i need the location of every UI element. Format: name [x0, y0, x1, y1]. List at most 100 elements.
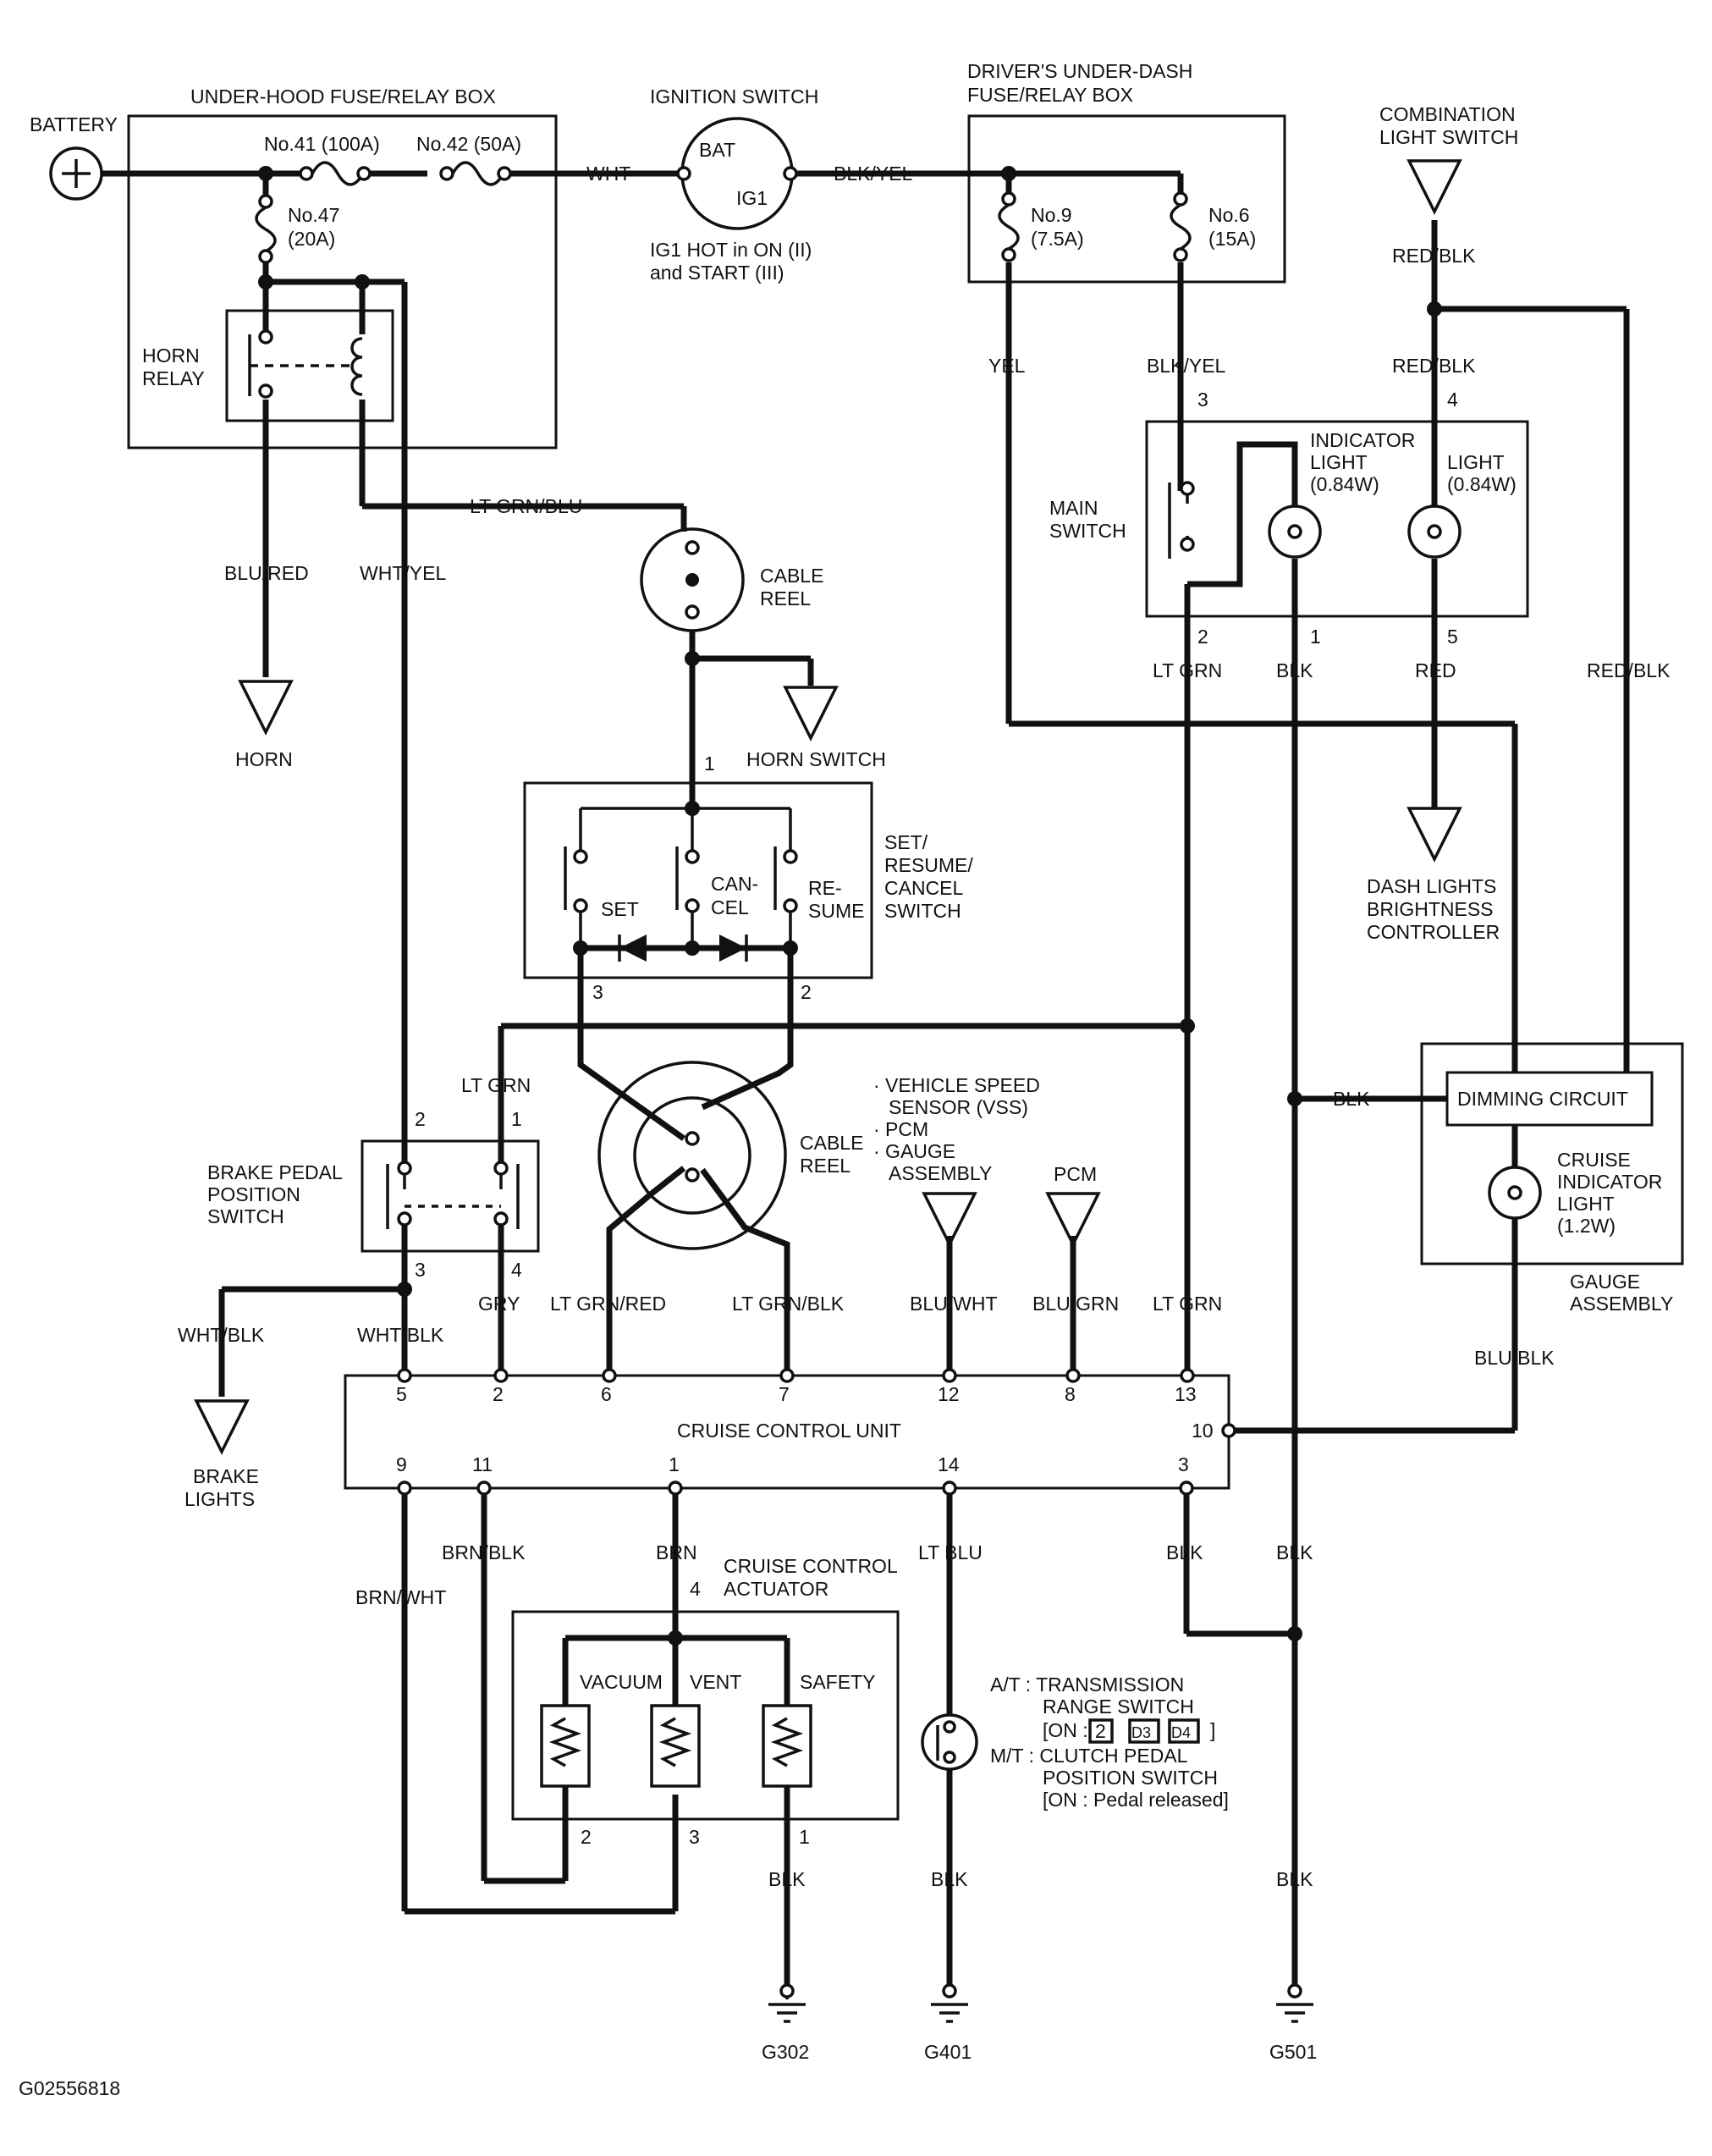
wire-wht-blk-b: WHT/BLK	[357, 1324, 444, 1346]
vacuum-label: VACUUM	[580, 1671, 663, 1693]
main-switch-pin-2: 2	[1197, 626, 1208, 648]
mt-switch-label-3: [ON : Pedal released]	[1043, 1789, 1229, 1811]
wire-lt-grn-blu: LT GRN/BLU	[470, 495, 582, 517]
light-label: LIGHT	[1447, 451, 1505, 473]
brake-switch-pin-2: 2	[415, 1108, 426, 1130]
vss-label-4: · GAUGE	[873, 1140, 955, 1162]
wire-blk-g501-b: BLK	[1276, 1868, 1313, 1890]
ground-g401-icon	[931, 1983, 968, 2023]
actuator-pin-3: 3	[689, 1826, 700, 1848]
wire-wht: WHT	[586, 163, 630, 185]
brake-pedal-switch-box	[361, 1139, 540, 1253]
ignition-note-1: IG1 HOT in ON (II)	[650, 239, 812, 261]
wire-blk-yel-top: BLK/YEL	[834, 163, 913, 185]
cruise-indicator-rating: (1.2W)	[1557, 1215, 1616, 1237]
fuse-47-label: No.47	[288, 204, 339, 226]
at-range-positions: [ON : 2 D3 D4 ]	[1043, 1718, 1215, 1744]
horn-relay-box	[225, 309, 394, 422]
main-switch-pin-4: 4	[1447, 389, 1458, 411]
switch-pin-3: 3	[592, 981, 603, 1003]
horn-icon	[238, 680, 294, 736]
brake-switch-pin-1: 1	[511, 1108, 522, 1130]
ignition-switch-label: IGNITION SWITCH	[650, 85, 818, 108]
figure-id: G02556818	[19, 2077, 120, 2099]
main-switch-label: MAIN	[1049, 497, 1098, 519]
at-switch-label-2: RANGE SWITCH	[1043, 1696, 1194, 1718]
cruise-control-actuator-box	[511, 1610, 900, 1821]
ground-g401-label: G401	[924, 2041, 972, 2063]
light-bulb-icon	[1407, 505, 1462, 559]
vss-label-5: ASSEMBLY	[889, 1162, 992, 1184]
horn-switch-icon	[783, 686, 839, 742]
fuse-47-icon	[255, 194, 277, 264]
ccu-pin-3: 3	[1178, 1453, 1189, 1475]
ccu-pin-14: 14	[938, 1453, 960, 1475]
pcm-icon	[1045, 1192, 1101, 1248]
wire-brn-wht: BRN/WHT	[355, 1586, 446, 1608]
dash-controller-label-3: CONTROLLER	[1367, 921, 1500, 943]
resume-label-2: SUME	[808, 900, 864, 922]
cable-reel-lower-icon[interactable]	[597, 1061, 787, 1250]
brake-switch-pin-4: 4	[511, 1259, 522, 1281]
vent-solenoid-icon	[650, 1704, 701, 1788]
at-switch-label: A/T : TRANSMISSION	[990, 1674, 1184, 1696]
combination-light-switch-label: COMBINATION	[1379, 103, 1516, 125]
indicator-light-icon	[1268, 505, 1322, 559]
vacuum-solenoid-icon	[540, 1704, 591, 1788]
fuse-6-rating: (15A)	[1208, 228, 1256, 250]
switch-pin-2: 2	[801, 981, 812, 1003]
cable-reel-pin-1: 1	[704, 753, 715, 775]
set-resume-label-3: CANCEL	[884, 877, 964, 899]
vent-label: VENT	[690, 1671, 741, 1693]
svg-text:]: ]	[1210, 1719, 1215, 1741]
wire-brn-blk: BRN/BLK	[442, 1541, 526, 1563]
ccu-pin-10: 10	[1192, 1420, 1214, 1442]
ccu-pin-1: 1	[669, 1453, 680, 1475]
ccu-pin-5: 5	[396, 1383, 407, 1405]
main-switch-pin-1: 1	[1310, 626, 1321, 648]
brake-lights-icon	[194, 1399, 250, 1455]
cable-reel-top-icon[interactable]	[640, 527, 745, 632]
ignition-bat-label: BAT	[699, 139, 735, 161]
brake-switch-label-3: SWITCH	[207, 1205, 284, 1227]
ccu-pin-7: 7	[779, 1383, 790, 1405]
fuse-9-icon	[998, 191, 1020, 262]
fuse-47-rating: (20A)	[288, 228, 335, 250]
ignition-switch-icon[interactable]	[676, 117, 798, 230]
actuator-pin-4: 4	[690, 1578, 701, 1600]
actuator-pin-1: 1	[799, 1826, 810, 1848]
wire-lt-blu: LT BLU	[918, 1541, 983, 1563]
main-switch-pin-5: 5	[1447, 626, 1458, 648]
indicator-light-rating: (0.84W)	[1310, 473, 1379, 495]
junction-dots	[258, 166, 1442, 1646]
underhood-box-label: UNDER-HOOD FUSE/RELAY BOX	[190, 85, 496, 108]
wire-lt-grn-blk: LT GRN/BLK	[732, 1293, 845, 1315]
mt-switch-label: M/T : CLUTCH PEDAL	[990, 1745, 1188, 1767]
ccu-terminals	[397, 1368, 1236, 1496]
dash-controller-label-2: BRIGHTNESS	[1367, 898, 1494, 920]
dash-controller-label: DASH LIGHTS	[1367, 875, 1496, 897]
resume-label: RE-	[808, 877, 842, 899]
gauge-assembly-label-2: ASSEMBLY	[1570, 1293, 1673, 1315]
wire-blk-g401: BLK	[931, 1868, 968, 1890]
underdash-box-label-2: FUSE/RELAY BOX	[967, 84, 1133, 106]
wire-brn: BRN	[656, 1541, 697, 1563]
cancel-label-2: CEL	[711, 896, 749, 918]
wire-lt-grn-main: LT GRN	[1153, 659, 1222, 681]
fuse-42-label: No.42 (50A)	[416, 133, 521, 155]
fuse-6-label: No.6	[1208, 204, 1250, 226]
ccu-pin-11: 11	[472, 1453, 493, 1475]
fuse-41-icon	[299, 161, 372, 186]
ccu-pin-13: 13	[1175, 1383, 1197, 1405]
cable-reel-label: CABLE	[760, 565, 823, 587]
actuator-pin-2: 2	[581, 1826, 592, 1848]
actuator-label-2: ACTUATOR	[724, 1578, 828, 1600]
ground-g302-icon	[768, 1983, 806, 2023]
wire-blk-act: BLK	[768, 1868, 806, 1890]
brake-switch-label-2: POSITION	[207, 1183, 300, 1205]
fuse-41-label: No.41 (100A)	[264, 133, 380, 155]
wire-lt-grn-brake: LT GRN	[461, 1074, 531, 1096]
wire-wht-blk-a: WHT/BLK	[178, 1324, 265, 1346]
set-resume-label: SET/	[884, 831, 928, 853]
